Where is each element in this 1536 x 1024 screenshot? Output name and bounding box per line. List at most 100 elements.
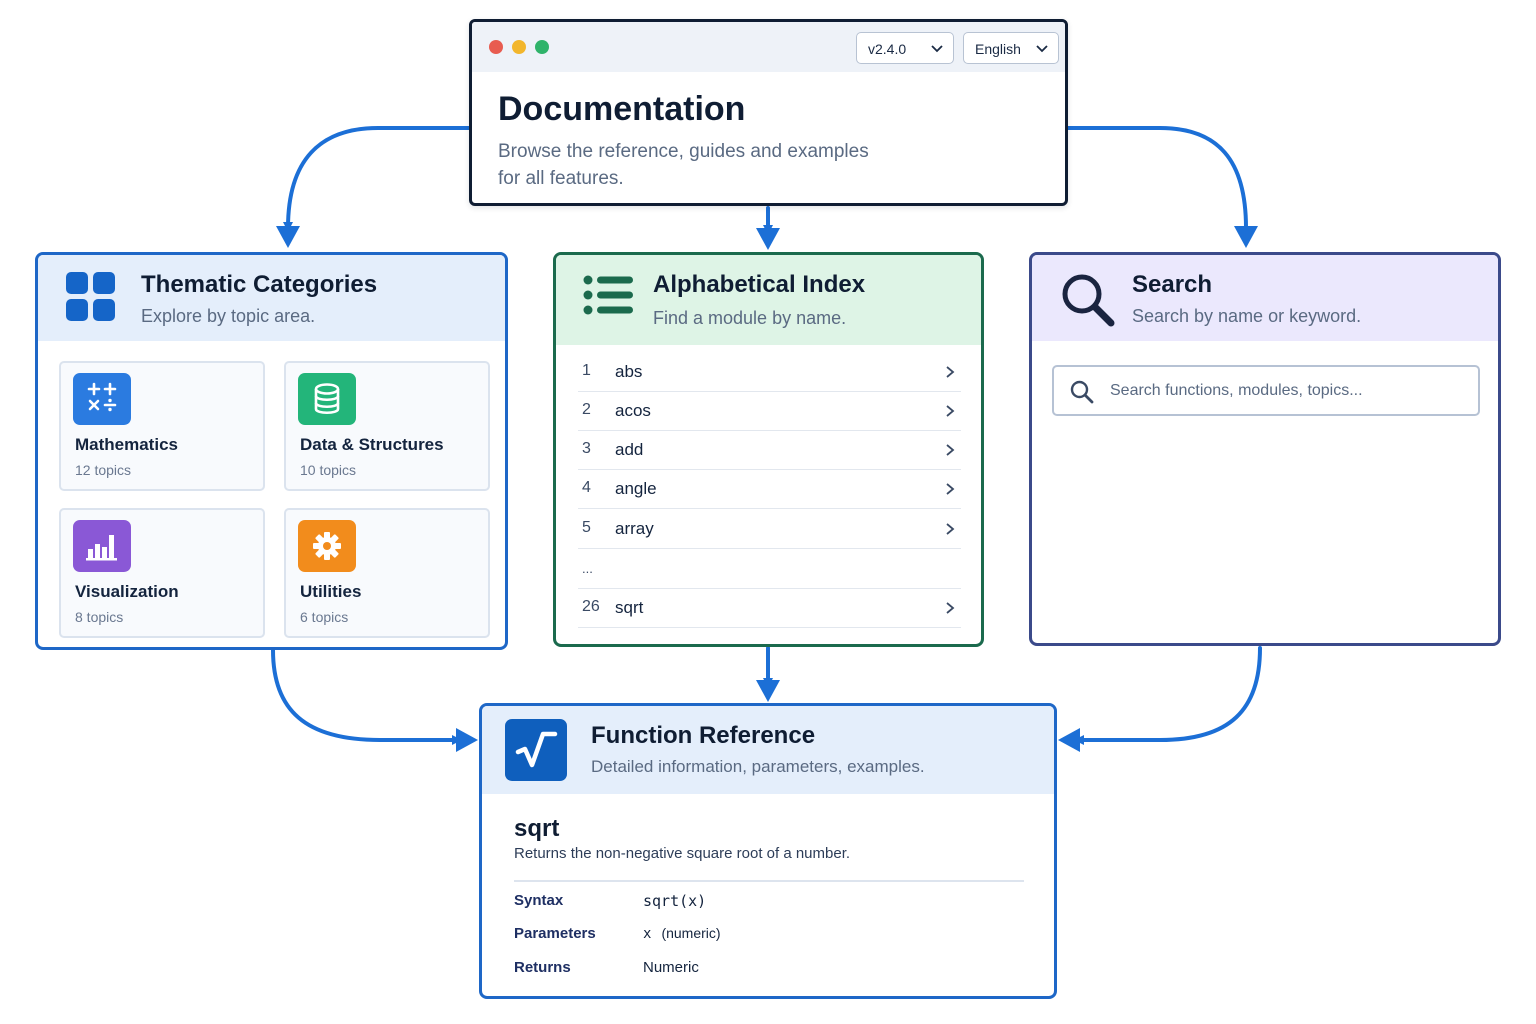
index-title: Alphabetical Index bbox=[653, 271, 866, 298]
row-term: sqrt bbox=[615, 598, 644, 617]
function-description: Returns the non-negative square root of … bbox=[514, 845, 851, 862]
parameter-type: (numeric) bbox=[661, 925, 721, 941]
row-term: abs bbox=[615, 362, 643, 381]
language-value: English bbox=[975, 41, 1021, 57]
arrowhead-categories-reference bbox=[456, 728, 478, 752]
tile-name: Data & Structures bbox=[300, 435, 444, 454]
index-row-array[interactable]: 5 array bbox=[578, 510, 961, 549]
row-number: 26 bbox=[582, 598, 600, 615]
arrow-doc-to-search bbox=[1066, 126, 1248, 230]
grid-icon bbox=[66, 272, 118, 324]
index-subtitle: Find a module by name. bbox=[653, 308, 847, 328]
chevron-down-icon bbox=[1036, 45, 1048, 53]
arrowhead-search bbox=[1234, 226, 1258, 248]
returns-value: Numeric bbox=[643, 959, 699, 976]
function-name: sqrt bbox=[514, 815, 560, 842]
maximize-window-dot[interactable] bbox=[535, 40, 549, 54]
window-titlebar: v2.4.0 English bbox=[472, 22, 1065, 72]
bar-chart-icon bbox=[73, 520, 131, 572]
search-placeholder: Search functions, modules, topics... bbox=[1110, 382, 1363, 399]
category-tile-data-structures[interactable]: Data & Structures 10 topics bbox=[284, 361, 490, 491]
chevron-right-icon bbox=[946, 444, 955, 456]
arrow-search-to-reference bbox=[1074, 646, 1262, 745]
category-tile-visualization[interactable]: Visualization 8 topics bbox=[59, 508, 265, 638]
row-number: 2 bbox=[582, 401, 591, 418]
chevron-right-icon bbox=[946, 602, 955, 614]
chevron-right-icon bbox=[946, 523, 955, 535]
row-term: angle bbox=[615, 479, 657, 498]
subtitle-line-1: Browse the reference, guides and example… bbox=[498, 141, 869, 162]
index-row-acos[interactable]: 2 acos bbox=[578, 392, 961, 431]
index-header: Alphabetical Index Find a module by name… bbox=[556, 255, 981, 345]
tile-topic-count: 8 topics bbox=[75, 609, 124, 625]
list-icon bbox=[583, 275, 633, 315]
index-row-ellipsis: ... bbox=[578, 550, 961, 589]
thematic-categories-panel: Thematic Categories Explore by topic are… bbox=[35, 252, 508, 650]
category-tile-utilities[interactable]: Utilities 6 topics bbox=[284, 508, 490, 638]
version-value: v2.4.0 bbox=[868, 41, 907, 57]
close-window-dot[interactable] bbox=[489, 40, 503, 54]
parameters-label: Parameters bbox=[514, 925, 596, 942]
syntax-label: Syntax bbox=[514, 892, 564, 909]
search-subtitle: Search by name or keyword. bbox=[1132, 306, 1362, 326]
row-ellipsis: ... bbox=[582, 561, 593, 576]
category-tile-mathematics[interactable]: Mathematics 12 topics bbox=[59, 361, 265, 491]
alphabetical-index-panel: Alphabetical Index Find a module by name… bbox=[553, 252, 984, 647]
page-title: Documentation bbox=[498, 90, 746, 128]
version-select[interactable]: v2.4.0 bbox=[856, 32, 954, 64]
reference-title: Function Reference bbox=[591, 722, 816, 749]
divider bbox=[514, 880, 1024, 882]
index-row-sqrt[interactable]: 26 sqrt bbox=[578, 589, 961, 628]
function-reference-panel: Function Reference Detailed information,… bbox=[479, 703, 1057, 999]
search-icon bbox=[1070, 380, 1094, 404]
language-select[interactable]: English bbox=[963, 32, 1059, 64]
search-header: Search Search by name or keyword. bbox=[1032, 255, 1498, 341]
minimize-window-dot[interactable] bbox=[512, 40, 526, 54]
search-input[interactable]: Search functions, modules, topics... bbox=[1052, 365, 1480, 416]
arrowhead-search-reference bbox=[1058, 728, 1080, 752]
tile-topic-count: 6 topics bbox=[300, 609, 349, 625]
syntax-value: sqrt(x) bbox=[643, 892, 707, 910]
row-number: 1 bbox=[582, 362, 591, 379]
magnifier-icon bbox=[1062, 274, 1115, 327]
arrowhead-doc-index bbox=[756, 228, 780, 250]
index-row-add[interactable]: 3 add bbox=[578, 431, 961, 470]
reference-subtitle: Detailed information, parameters, exampl… bbox=[591, 757, 925, 776]
search-panel: Search Search by name or keyword. Search… bbox=[1029, 252, 1501, 646]
tile-topic-count: 10 topics bbox=[300, 462, 357, 478]
documentation-window: v2.4.0 English Documentation Browse the … bbox=[469, 19, 1068, 206]
arrow-categories-to-reference bbox=[271, 648, 462, 745]
search-title: Search bbox=[1132, 271, 1213, 298]
returns-label: Returns bbox=[514, 959, 571, 976]
subtitle-line-2: for all features. bbox=[498, 168, 624, 189]
math-operators-icon bbox=[73, 373, 131, 425]
row-number: 5 bbox=[582, 519, 591, 536]
parameters-value: x (numeric) bbox=[643, 925, 721, 942]
tile-name: Visualization bbox=[75, 582, 179, 601]
chevron-right-icon bbox=[946, 483, 955, 495]
categories-subtitle: Explore by topic area. bbox=[141, 306, 316, 326]
tile-topic-count: 12 topics bbox=[75, 462, 132, 478]
arrowhead-index-reference bbox=[756, 680, 780, 702]
database-icon bbox=[298, 373, 356, 425]
row-term: array bbox=[615, 519, 654, 538]
gear-icon bbox=[298, 520, 356, 572]
chevron-right-icon bbox=[946, 405, 955, 417]
row-number: 4 bbox=[582, 479, 591, 496]
square-root-icon bbox=[505, 719, 567, 781]
tile-name: Utilities bbox=[300, 582, 362, 601]
row-term: add bbox=[615, 440, 644, 459]
arrow-doc-to-categories bbox=[283, 126, 471, 232]
row-number: 3 bbox=[582, 440, 591, 457]
index-row-angle[interactable]: 4 angle bbox=[578, 470, 961, 509]
parameter-name: x bbox=[643, 926, 652, 942]
categories-header: Thematic Categories Explore by topic are… bbox=[38, 255, 505, 341]
arrowhead-categories bbox=[276, 226, 300, 248]
chevron-right-icon bbox=[946, 366, 955, 378]
reference-header: Function Reference Detailed information,… bbox=[482, 706, 1054, 794]
row-term: acos bbox=[615, 401, 651, 420]
tile-name: Mathematics bbox=[75, 435, 178, 454]
index-row-abs[interactable]: 1 abs bbox=[578, 353, 961, 392]
chevron-down-icon bbox=[931, 45, 943, 53]
page-subtitle: Browse the reference, guides and example… bbox=[498, 138, 918, 192]
